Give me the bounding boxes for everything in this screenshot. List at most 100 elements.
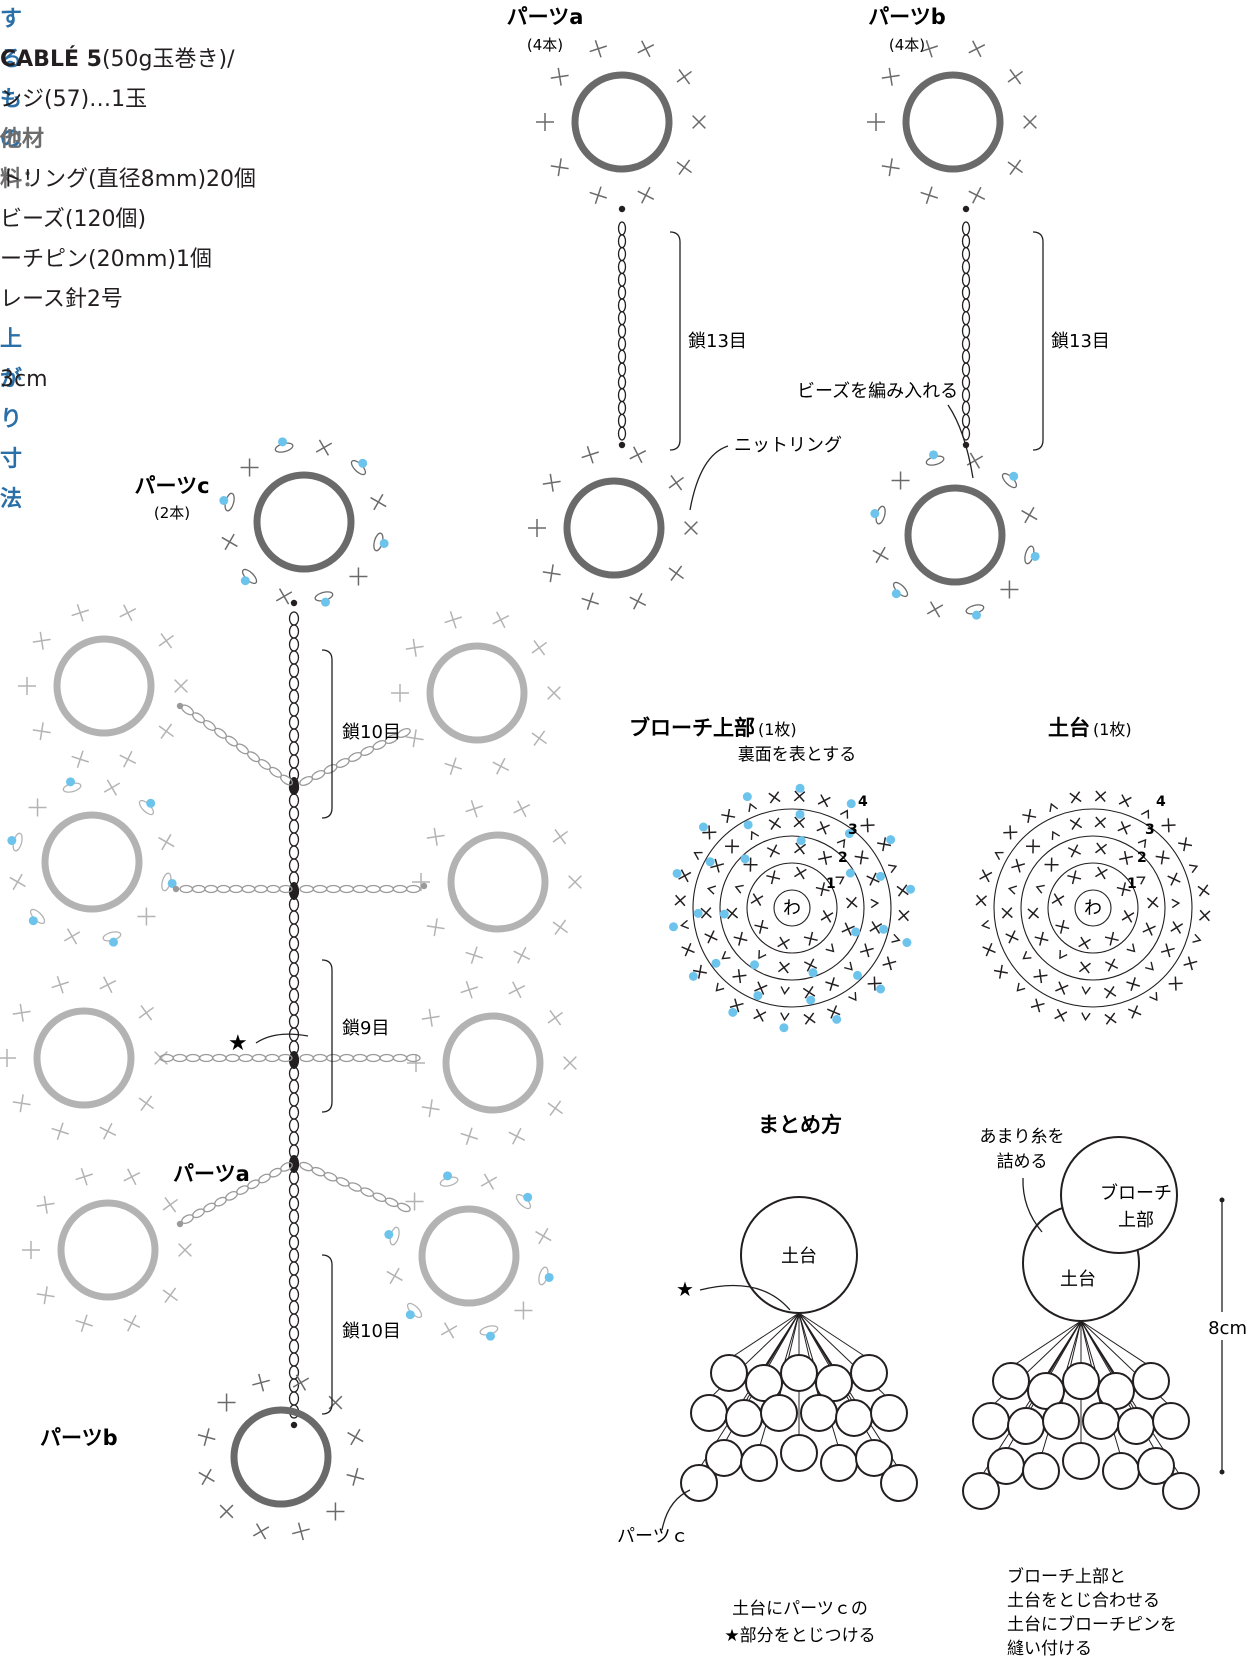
bead-dot (846, 799, 856, 809)
single-crochet-symbol (137, 907, 156, 926)
chain-stitch-symbol (379, 1053, 394, 1063)
single-crochet-symbol (513, 800, 531, 818)
chain-stitch-symbol (288, 858, 300, 873)
round-outline (1047, 862, 1139, 954)
chain-stitch-symbol (617, 375, 627, 390)
slip-stitch-dot (290, 599, 298, 607)
single-crochet-symbol (897, 909, 910, 922)
single-crochet-symbol (1126, 977, 1141, 991)
chain-stitch-symbol (279, 774, 294, 786)
chain-stitch-symbol (288, 1300, 300, 1315)
single-crochet-symbol (803, 958, 818, 972)
single-crochet-symbol (32, 722, 51, 741)
single-crochet-symbol (750, 893, 764, 906)
single-crochet-symbol (349, 567, 368, 586)
single-crochet-symbol (926, 601, 944, 618)
single-crochet-symbol (817, 794, 831, 808)
chain-stitch-symbol (299, 884, 314, 894)
part-c-ball (1022, 1452, 1060, 1490)
single-crochet-symbol (1119, 850, 1134, 865)
side-part-b-label: パーツb (40, 1426, 118, 1450)
assembly2-base-label: 土台 (1060, 1269, 1096, 1290)
single-crochet-symbol (158, 633, 175, 649)
single-crochet-symbol (1069, 817, 1083, 830)
single-crochet-symbol (315, 439, 333, 456)
assembly2-top-label-1: ブローチ (1100, 1182, 1172, 1204)
slip-stitch-dot (176, 702, 184, 710)
chain-stitch-symbol (278, 884, 293, 894)
part-c-ball (870, 1394, 908, 1432)
single-crochet-symbol (794, 842, 807, 855)
chain-stitch-symbol (961, 259, 971, 274)
chain-stitch-symbol (288, 793, 300, 808)
materials-heading: するもの (0, 7, 23, 152)
single-crochet-symbol (1005, 930, 1019, 944)
single-crochet-symbol (891, 471, 910, 490)
single-crochet-symbol (71, 750, 89, 769)
chain-stitch-symbol (288, 1391, 300, 1406)
single-crochet-symbol (162, 1287, 179, 1303)
chain-stitch-symbol (288, 1248, 300, 1263)
bead-dot (523, 1192, 533, 1202)
chain-stitch-symbol (617, 246, 627, 262)
single-crochet-symbol (1094, 816, 1107, 829)
single-crochet-symbol (860, 818, 875, 833)
bead-dot (240, 576, 250, 586)
single-crochet-symbol (1170, 921, 1184, 934)
single-crochet-symbol (1104, 931, 1119, 946)
chain-stitch-symbol (288, 832, 300, 847)
assembly-base-circle (740, 1196, 858, 1314)
bead-dot (693, 908, 703, 918)
chain-stitch-symbol (961, 298, 971, 313)
chain-stitch-symbol (961, 388, 971, 403)
yarn-color: ンジ(57)…1玉 (0, 87, 148, 112)
single-crochet-symbol (1021, 506, 1038, 524)
chain-stitch-symbol (288, 923, 300, 938)
single-crochet-symbol (71, 603, 89, 622)
slip-stitch-dot (618, 441, 626, 449)
base-round-number: 4 (1156, 794, 1166, 810)
increase-symbol (887, 864, 898, 874)
increase-symbol (1016, 982, 1026, 992)
bead-dot (698, 822, 708, 832)
single-crochet-symbol (1167, 872, 1181, 886)
single-crochet-symbol (514, 1301, 533, 1320)
chain-stitch-symbol (617, 400, 627, 416)
attach-thread (728, 1312, 800, 1360)
base-title: 土台 (1048, 716, 1090, 740)
bead-dot (832, 1014, 842, 1024)
single-crochet-symbol (766, 844, 781, 858)
single-crochet-symbol (219, 1504, 234, 1519)
bead-dot (66, 777, 76, 787)
single-crochet-symbol (563, 1056, 577, 1070)
bead-dot (219, 496, 229, 506)
increase-symbol (715, 982, 725, 992)
bead-dot (853, 970, 863, 980)
size-line-end (1219, 1197, 1225, 1203)
size-line-end (1219, 1469, 1225, 1475)
material-item: レース針2号 (0, 287, 123, 312)
single-crochet-symbol (347, 1428, 364, 1446)
part-c-ball (1102, 1452, 1140, 1490)
chain-stitch-symbol (339, 1053, 354, 1063)
single-crochet-symbol (440, 1322, 458, 1339)
single-crochet-symbol (1011, 858, 1026, 873)
knit-ring-note: ニットリング (734, 435, 842, 456)
increase-symbol (994, 851, 1004, 861)
bead-dot (795, 809, 805, 819)
single-crochet-symbol (51, 1122, 69, 1141)
bead-dot (750, 960, 760, 970)
parts-c-leader (661, 1489, 691, 1531)
single-crochet-symbol (1069, 791, 1082, 804)
single-crochet-symbol (18, 677, 36, 695)
single-crochet-symbol (123, 1314, 141, 1332)
single-crochet-symbol (702, 825, 717, 840)
single-crochet-symbol (119, 604, 137, 622)
bead-dot (808, 968, 818, 978)
stuff-note-2: 詰める (997, 1152, 1048, 1172)
part-c-ball (1097, 1372, 1135, 1410)
chain-stitch-symbol (392, 1053, 408, 1063)
chain-stitch-symbol (617, 221, 627, 236)
single-crochet-symbol (217, 1393, 236, 1412)
increase-symbol (1035, 884, 1045, 894)
